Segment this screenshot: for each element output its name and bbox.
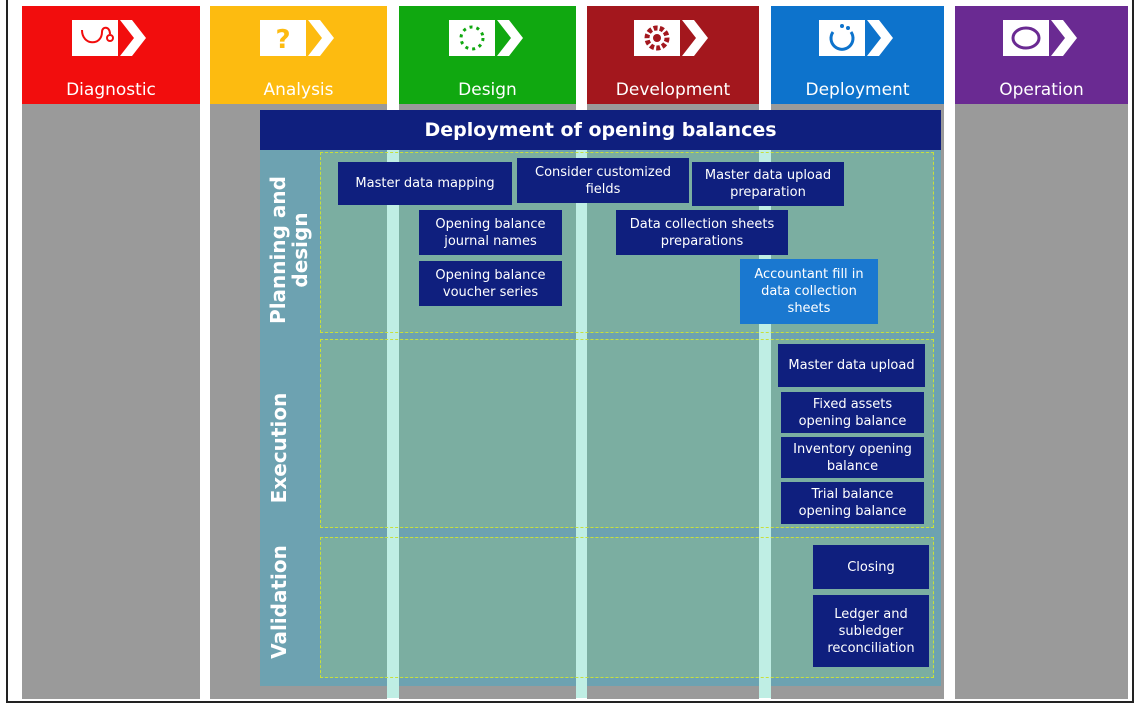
column-divider — [387, 150, 399, 698]
task-inventory-opening-balance: Inventory opening balance — [781, 437, 924, 478]
task-master-data-upload-preparation: Master data upload preparation — [692, 162, 844, 206]
row-label-planning: Planning and design — [266, 160, 313, 340]
stethoscope-icon — [72, 20, 146, 56]
task-master-data-upload: Master data upload — [778, 344, 925, 387]
row-label-execution: Execution — [267, 378, 292, 518]
question-icon: ? — [259, 20, 334, 56]
dotted-circle-icon — [448, 20, 523, 56]
task-ledger-reconciliation: Ledger and subledger reconciliation — [813, 595, 929, 667]
task-trial-balance-opening-balance: Trial balance opening balance — [781, 482, 924, 524]
column-operation — [955, 104, 1128, 699]
phase-label: Operation — [999, 80, 1084, 100]
task-opening-balance-voucher-series: Opening balance voucher series — [419, 261, 562, 306]
task-fixed-assets-opening-balance: Fixed assets opening balance — [781, 392, 924, 433]
svg-text:?: ? — [275, 25, 290, 55]
gear-icon — [634, 20, 708, 56]
phase-label: Design — [458, 80, 517, 100]
phase-label: Analysis — [263, 80, 334, 100]
phase-label: Development — [615, 80, 731, 100]
phase-label: Deployment — [805, 80, 910, 100]
cycle-icon — [1002, 20, 1077, 56]
row-label-text: Execution — [267, 392, 291, 504]
phase-deployment: Deployment — [771, 6, 944, 104]
task-data-collection-sheets-preparations: Data collection sheets preparations — [616, 210, 788, 255]
validation-border — [320, 537, 934, 678]
task-accountant-fill-in: Accountant fill in data collection sheet… — [740, 259, 878, 324]
execution-border — [320, 339, 934, 528]
column-diagnostic — [22, 104, 200, 699]
row-label-text: Planning and design — [266, 176, 312, 324]
task-master-data-mapping: Master data mapping — [338, 162, 512, 205]
phase-operation: Operation — [955, 6, 1128, 104]
diagram-frame — [6, 0, 1134, 703]
phase-design: Design — [399, 6, 576, 104]
task-opening-balance-journal-names: Opening balance journal names — [419, 210, 562, 255]
column-divider — [576, 150, 587, 698]
task-consider-customized-fields: Consider customized fields — [517, 158, 689, 203]
row-label-validation: Validation — [267, 542, 292, 662]
planning-border — [320, 152, 934, 333]
phase-analysis: ? Analysis — [210, 6, 387, 104]
task-closing: Closing — [813, 545, 929, 589]
phase-diagnostic: Diagnostic — [22, 6, 200, 104]
phase-development: Development — [587, 6, 759, 104]
phase-label: Diagnostic — [66, 80, 156, 100]
diagram-title: Deployment of opening balances — [260, 110, 941, 150]
refresh-icon — [818, 20, 893, 56]
row-label-text: Validation — [267, 545, 291, 659]
